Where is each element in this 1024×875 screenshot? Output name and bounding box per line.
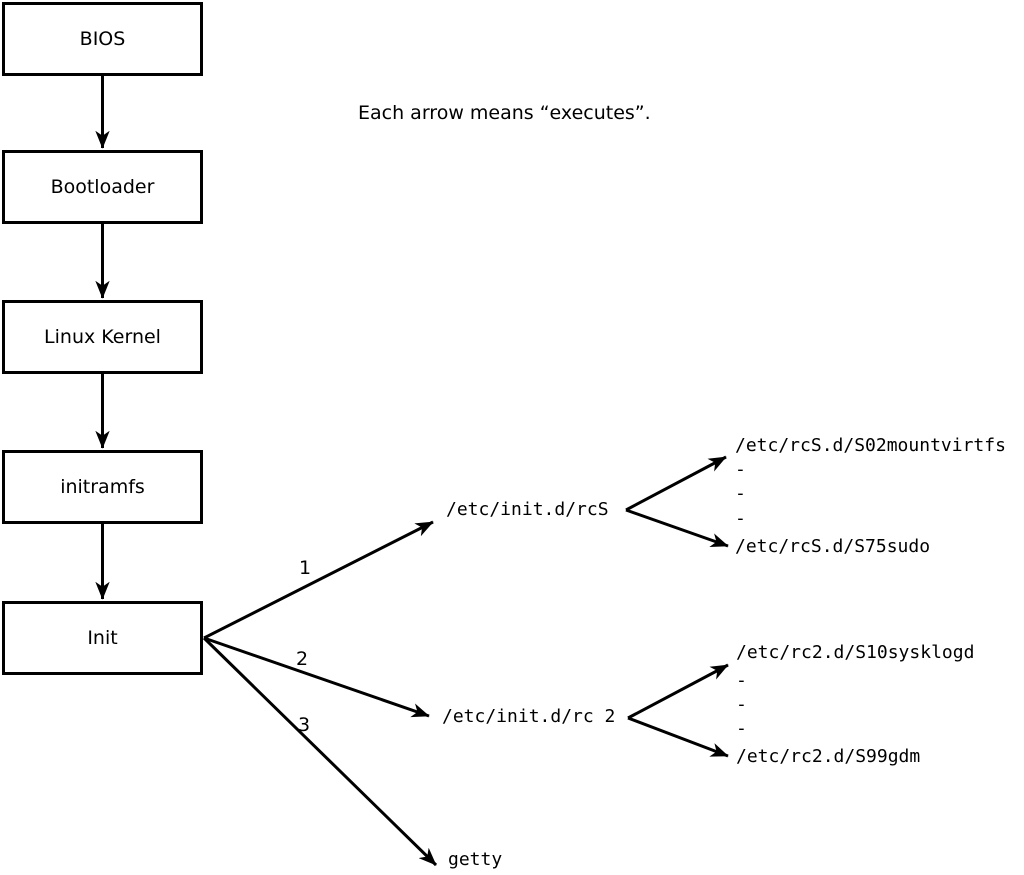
node-bootloader: Bootloader — [2, 150, 203, 224]
node-init: Init — [2, 601, 203, 675]
target-rc2: /etc/init.d/rc 2 — [442, 706, 616, 727]
arrow-rc2-to-s10sysklogd — [627, 663, 729, 720]
arrow-rcs-to-s02mountvirtfs — [625, 455, 727, 512]
arrow-init-to-rcs — [203, 520, 434, 640]
rcs-script-ellipsis-1: - — [735, 459, 746, 480]
arrow-rcs-to-s75sudo — [625, 508, 729, 548]
rcs-script-ellipsis-3: - — [735, 508, 746, 529]
node-linux-kernel-label: Linux Kernel — [44, 326, 161, 348]
rcs-script-ellipsis-2: - — [735, 483, 746, 504]
rcs-script-s75sudo: /etc/rcS.d/S75sudo — [735, 536, 931, 557]
node-initramfs-label: initramfs — [60, 476, 145, 498]
branch-label-1: 1 — [299, 557, 312, 579]
rc2-script-ellipsis-1: - — [736, 670, 747, 691]
rc2-script-ellipsis-2: - — [736, 694, 747, 715]
target-getty: getty — [448, 849, 503, 870]
node-linux-kernel: Linux Kernel — [2, 300, 203, 374]
node-bios: BIOS — [2, 2, 203, 76]
arrow-rc2-to-s99gdm — [627, 716, 729, 758]
node-init-label: Init — [87, 627, 118, 649]
branch-label-2: 2 — [296, 648, 309, 670]
branch-label-3: 3 — [298, 714, 311, 736]
node-initramfs: initramfs — [2, 450, 203, 524]
target-rcs: /etc/init.d/rcS — [446, 499, 609, 520]
rc2-script-ellipsis-3: - — [736, 718, 747, 739]
rc2-script-s99gdm: /etc/rc2.d/S99gdm — [736, 746, 921, 767]
arrow-init-to-getty — [202, 636, 438, 867]
node-bootloader-label: Bootloader — [50, 176, 155, 198]
rc2-script-s10sysklogd: /etc/rc2.d/S10sysklogd — [736, 642, 975, 663]
rcs-script-s02mountvirtfs: /etc/rcS.d/S02mountvirtfs — [735, 435, 1006, 456]
node-bios-label: BIOS — [79, 28, 126, 50]
diagram-note: Each arrow means “executes”. — [358, 102, 651, 124]
arrow-init-to-rc2 — [203, 636, 430, 718]
